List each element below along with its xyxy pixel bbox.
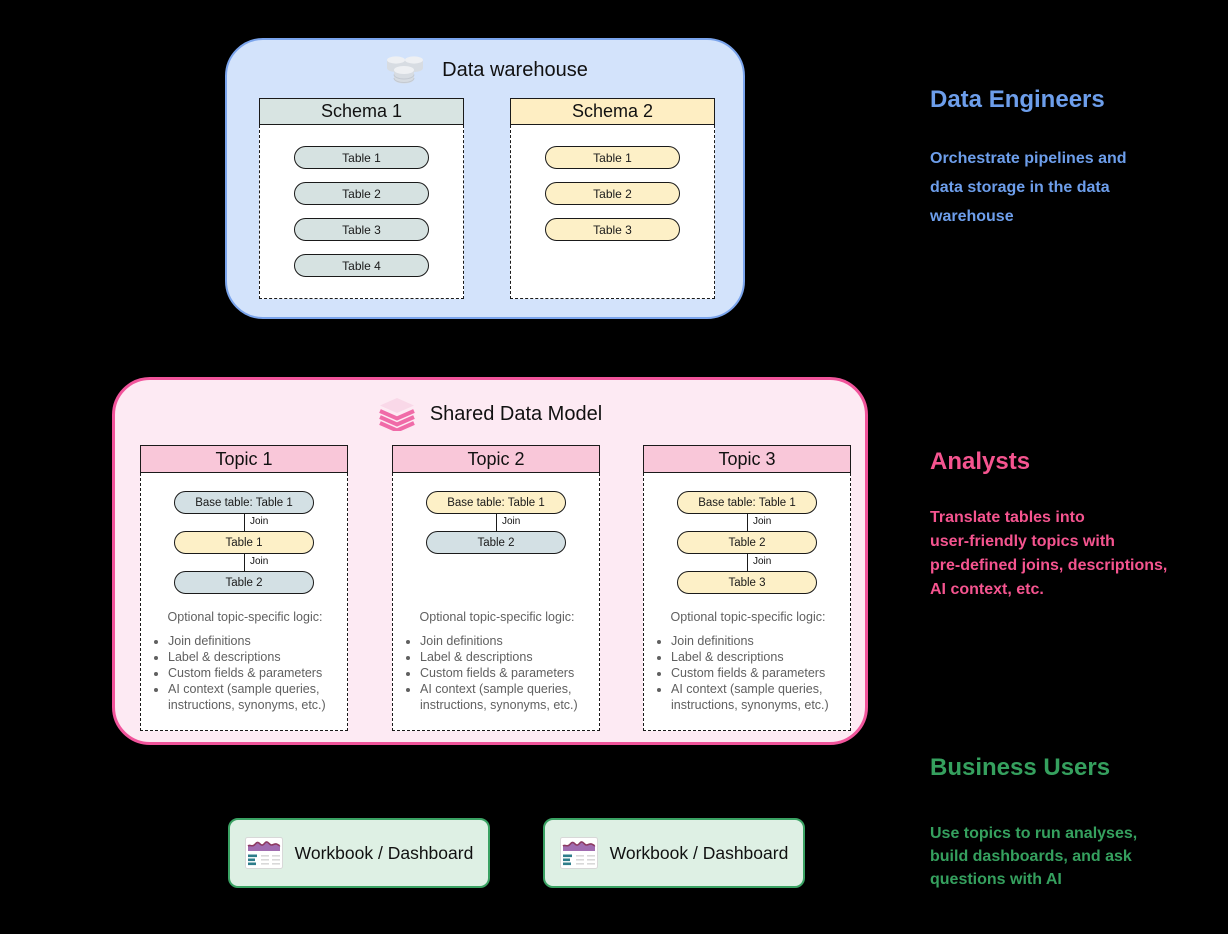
join-connector: Join	[677, 514, 817, 531]
topic-3-logic: Optional topic-specific logic: Join defi…	[654, 610, 842, 713]
dashboard-chart-icon	[244, 837, 283, 869]
role-description-analysts: Translate tables into user-friendly topi…	[930, 509, 1168, 598]
role-description-business-users: Use topics to run analyses, build dashbo…	[930, 825, 1138, 888]
data-warehouse-title: Data warehouse	[442, 58, 588, 81]
topic-3-table-chain: Base table: Table 1 Join Table 2 Join Ta…	[644, 491, 850, 594]
logic-list: Join definitions Label & descriptions Cu…	[403, 633, 591, 713]
logic-item: Join definitions	[420, 633, 591, 649]
logic-item: AI context (sample queries, instructions…	[168, 681, 339, 713]
logic-list: Join definitions Label & descriptions Cu…	[654, 633, 842, 713]
topic-1-logic: Optional topic-specific logic: Join defi…	[151, 610, 339, 713]
role-description-data-engineers: Orchestrate pipelines and data storage i…	[930, 150, 1127, 225]
logic-item: Label & descriptions	[671, 649, 842, 665]
topic-1-body: Base table: Table 1 Join Table 1 Join Ta…	[140, 473, 348, 731]
schema-1-header: Schema 1	[259, 98, 464, 125]
topic-2-box: Topic 2 Base table: Table 1 Join Table 2…	[392, 445, 600, 731]
schema-1-body: Table 1 Table 2 Table 3 Table 4	[259, 125, 464, 299]
base-table-pill: Base table: Table 1	[677, 491, 817, 514]
topic-2-table-chain: Base table: Table 1 Join Table 2	[393, 491, 599, 554]
topic-1-table-chain: Base table: Table 1 Join Table 1 Join Ta…	[141, 491, 347, 594]
shared-data-model-title: Shared Data Model	[429, 402, 603, 425]
base-table-pill: Base table: Table 1	[426, 491, 566, 514]
join-connector: Join	[426, 514, 566, 531]
logic-item: Join definitions	[168, 633, 339, 649]
table-pill: Table 4	[294, 254, 429, 277]
topic-1-header: Topic 1	[140, 445, 348, 473]
join-label: Join	[753, 516, 772, 527]
topic-2-logic: Optional topic-specific logic: Join defi…	[403, 610, 591, 713]
schema-2-body: Table 1 Table 2 Table 3	[510, 125, 715, 299]
dashboard-chart-icon	[559, 837, 598, 869]
workbook-label: Workbook / Dashboard	[294, 842, 474, 863]
base-table-pill: Base table: Table 1	[174, 491, 314, 514]
schema-1-box: Schema 1 Table 1 Table 2 Table 3 Table 4	[259, 98, 464, 299]
join-label: Join	[502, 516, 521, 527]
shared-data-model-container: Shared Data Model Topic 1 Base table: Ta…	[112, 377, 868, 745]
logic-item: AI context (sample queries, instructions…	[420, 681, 591, 713]
table-pill: Table 2	[545, 182, 680, 205]
workbook-dashboard-box: Workbook / Dashboard	[228, 818, 490, 888]
join-connector: Join	[174, 554, 314, 571]
logic-item: Label & descriptions	[420, 649, 591, 665]
data-warehouse-title-row: Data warehouse	[227, 53, 743, 87]
topic-3-box: Topic 3 Base table: Table 1 Join Table 2…	[643, 445, 851, 731]
join-label: Join	[753, 556, 772, 567]
workbook-label: Workbook / Dashboard	[609, 842, 789, 863]
table-pill: Table 1	[294, 146, 429, 169]
table-pill: Table 1	[545, 146, 680, 169]
logic-item: AI context (sample queries, instructions…	[671, 681, 842, 713]
join-connector: Join	[677, 554, 817, 571]
logic-list: Join definitions Label & descriptions Cu…	[151, 633, 339, 713]
table-pill: Table 3	[545, 218, 680, 241]
database-icon	[382, 52, 428, 88]
logic-item: Custom fields & parameters	[671, 665, 842, 681]
table-pill: Table 2	[426, 531, 566, 554]
data-warehouse-container: Data warehouse Schema 1 Table 1 Table 2 …	[225, 38, 745, 319]
logic-item: Custom fields & parameters	[168, 665, 339, 681]
logic-title: Optional topic-specific logic:	[167, 610, 323, 624]
join-label: Join	[250, 516, 269, 527]
logic-item: Custom fields & parameters	[420, 665, 591, 681]
logic-title: Optional topic-specific logic:	[670, 610, 826, 624]
table-pill: Table 2	[294, 182, 429, 205]
role-title-business-users: Business Users	[930, 754, 1111, 781]
topic-2-header: Topic 2	[392, 445, 600, 473]
schema-2-header: Schema 2	[510, 98, 715, 125]
table-pill: Table 1	[174, 531, 314, 554]
role-title-analysts: Analysts	[930, 448, 1031, 475]
table-pill: Table 2	[677, 531, 817, 554]
table-pill: Table 3	[294, 218, 429, 241]
table-pill: Table 3	[677, 571, 817, 594]
schema-2-box: Schema 2 Table 1 Table 2 Table 3	[510, 98, 715, 299]
join-connector: Join	[174, 514, 314, 531]
topic-2-body: Base table: Table 1 Join Table 2 Optiona…	[392, 473, 600, 731]
topic-3-body: Base table: Table 1 Join Table 2 Join Ta…	[643, 473, 851, 731]
topic-3-header: Topic 3	[643, 445, 851, 473]
logic-item: Label & descriptions	[168, 649, 339, 665]
logic-title: Optional topic-specific logic:	[419, 610, 575, 624]
layers-icon	[378, 397, 416, 431]
workbook-dashboard-box: Workbook / Dashboard	[543, 818, 805, 888]
topic-1-box: Topic 1 Base table: Table 1 Join Table 1…	[140, 445, 348, 731]
table-pill: Table 2	[174, 571, 314, 594]
logic-item: Join definitions	[671, 633, 842, 649]
join-label: Join	[250, 556, 269, 567]
shared-data-model-title-row: Shared Data Model	[115, 397, 865, 431]
role-title-data-engineers: Data Engineers	[930, 86, 1105, 113]
